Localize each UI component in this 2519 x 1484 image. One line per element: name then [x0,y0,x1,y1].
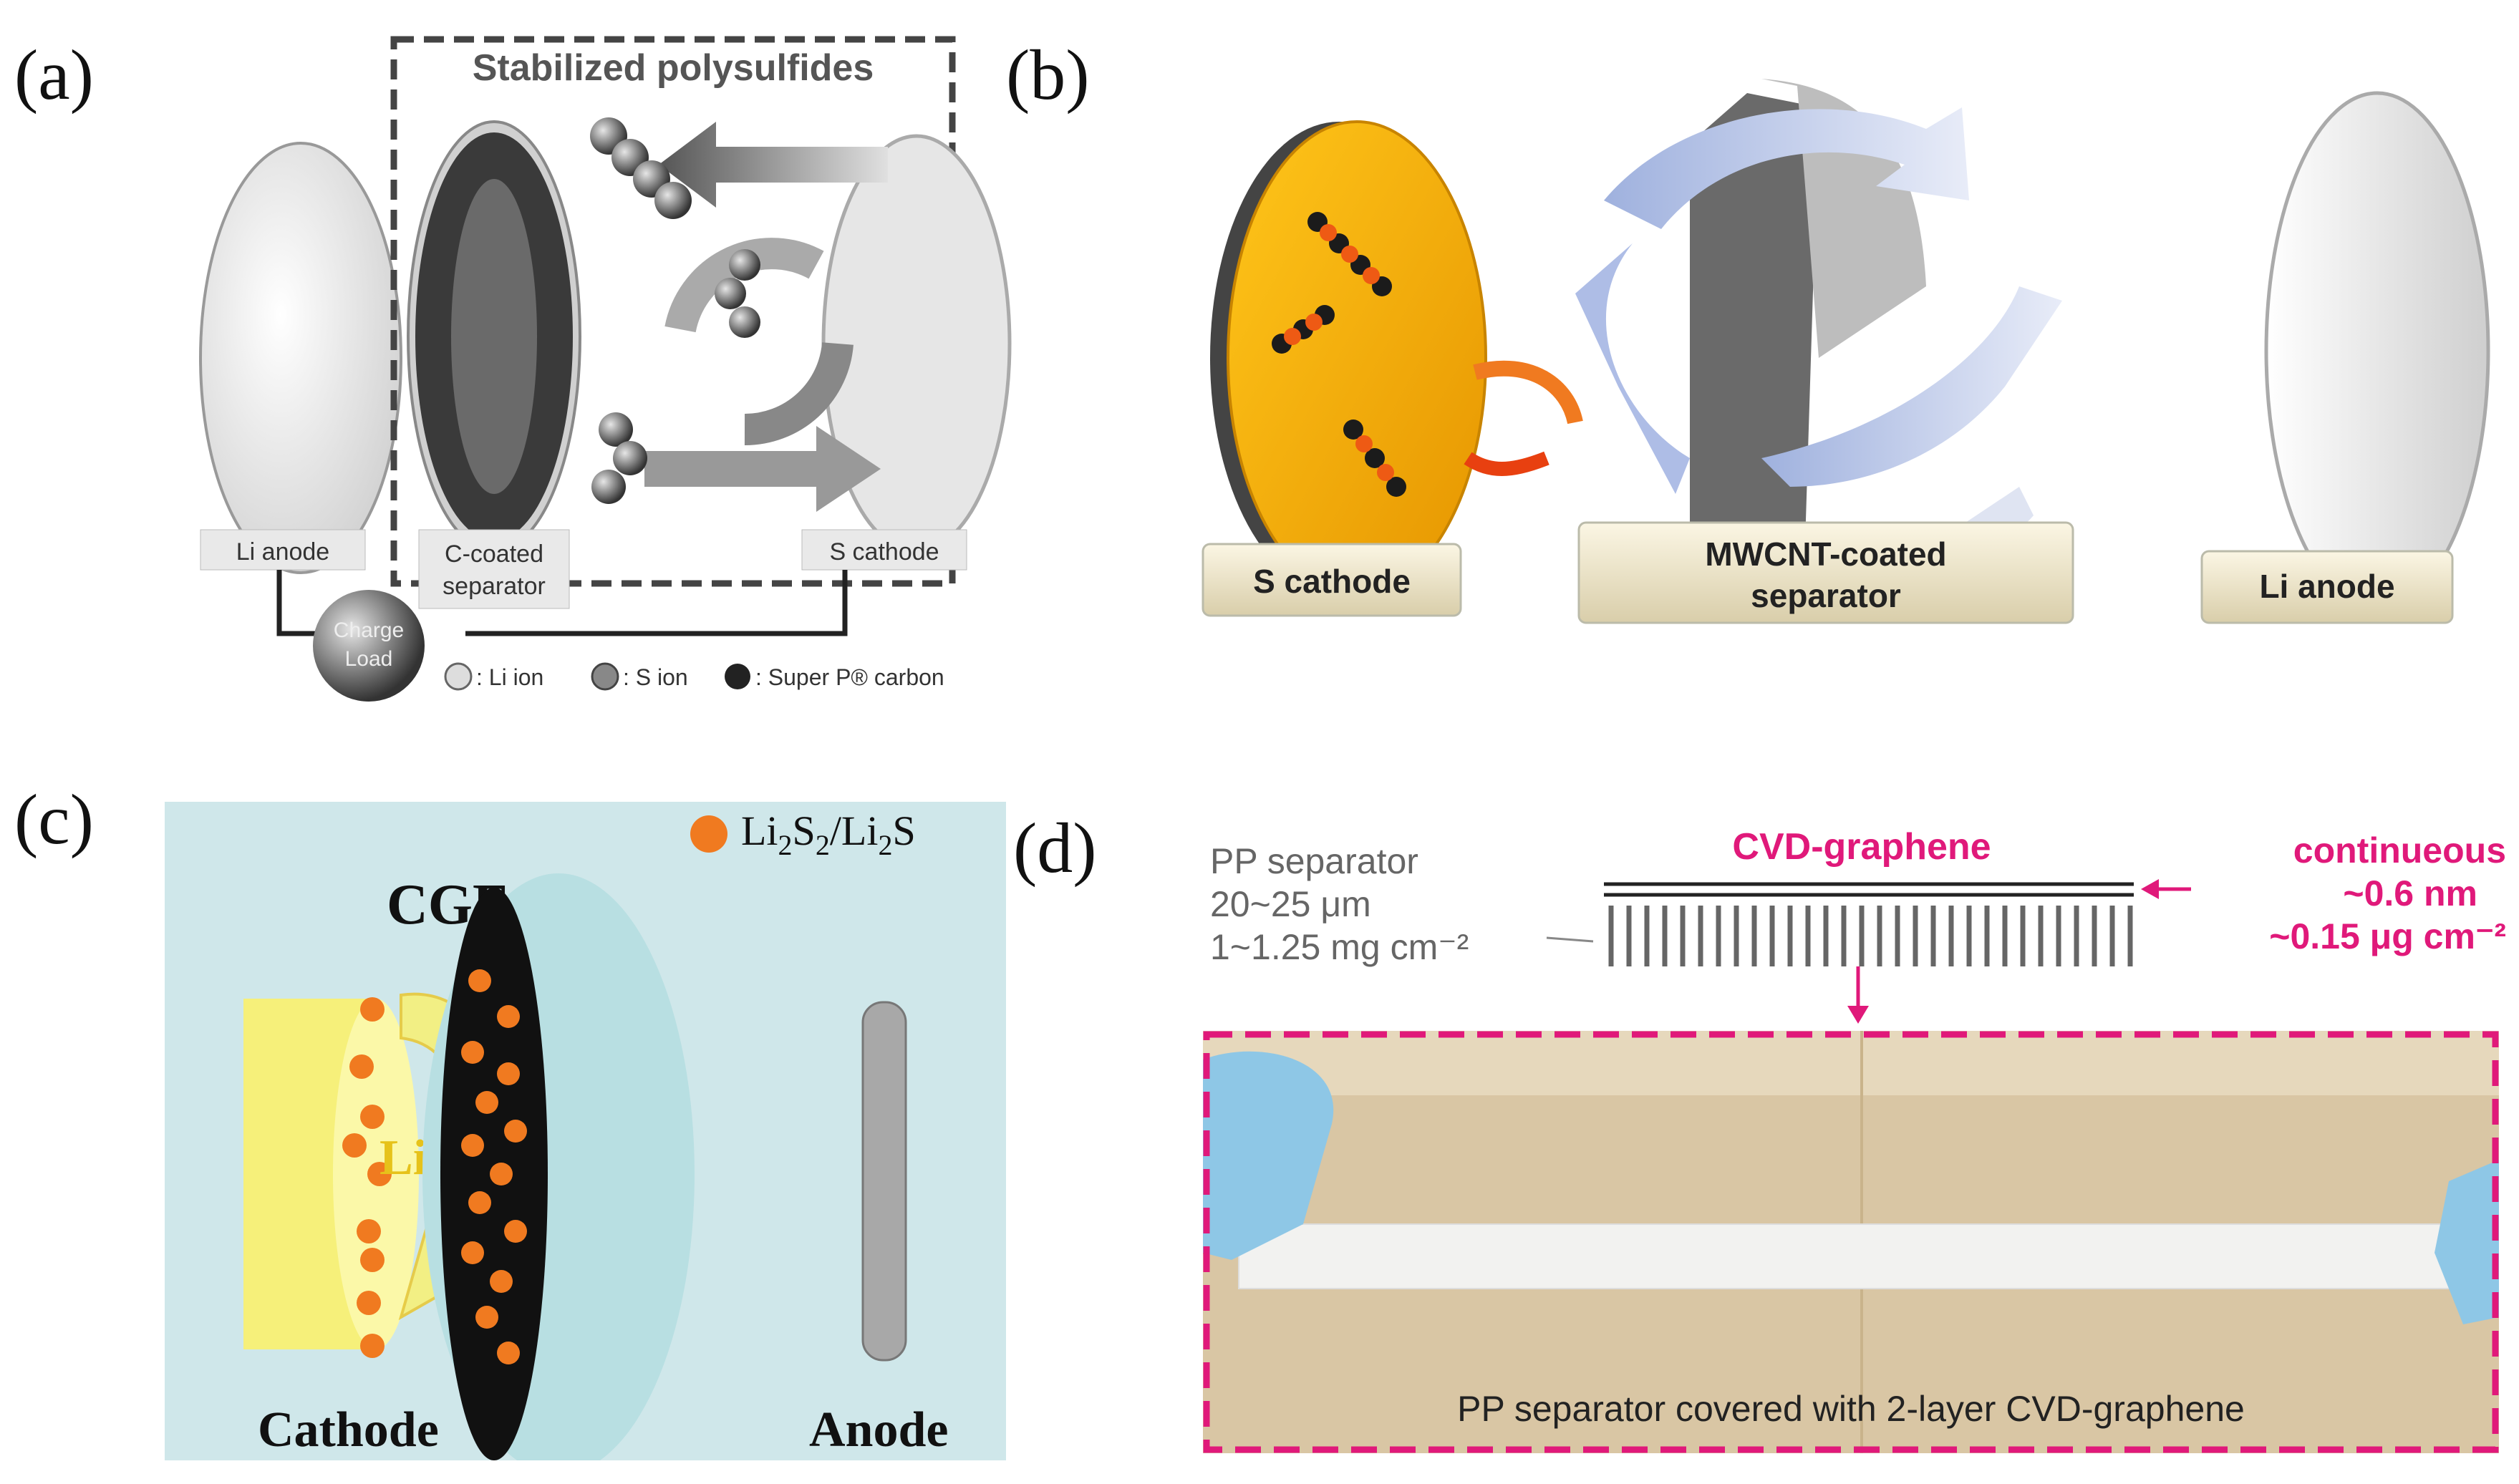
legend-li-ion: : Li ion [476,664,543,690]
li-anode-electrode [199,142,402,574]
density-label: ~0.15 μg cm⁻² [2269,916,2506,956]
s-cathode-label: S cathode [1253,563,1411,600]
legend-super-p: : Super P® carbon [755,664,944,690]
polysulfide-chain [1272,212,1406,497]
super-p-icon [725,664,750,689]
panel-d-label: (d) [1013,808,1097,888]
panel-a-diagram: Stabilized polysulfides Li anode C-coate… [199,36,1012,702]
separator-label-2: separator [1751,577,1901,614]
separator-label-2: separator [443,573,546,600]
arrow-right-icon [644,426,881,512]
polysulfide-chain [590,117,760,504]
pp-separator-label: PP separator [1210,841,1418,881]
panel-a-label: (a) [14,35,94,115]
li-ion-icon [444,662,473,691]
left-glove [1203,1051,1334,1260]
legend-s-ion: : S ion [623,664,688,690]
s-ion-icon [591,662,619,691]
panel-d-diagram: PP separator 20~25 μm 1~1.25 mg cm⁻² CVD… [1203,826,2506,1453]
li-anode-electrode [2264,91,2490,611]
li-anode-label: Li anode [236,538,329,566]
load-label: Load [345,647,393,671]
panel-c-label: (c) [14,780,94,859]
li-anode-label: Li anode [2259,568,2394,605]
anode-plate [861,1001,907,1362]
separator-label-1: MWCNT-coated [1705,535,1946,573]
panel-b-label: (b) [1006,35,1090,115]
charge-label: Charge [334,619,404,642]
separator-polysulfide-dots [461,969,527,1364]
blue-cycle-arrow-icon [1604,107,1969,229]
super-p-carbon-cluster [415,132,573,540]
s-cathode-electrode [821,134,1012,553]
photo-frame [1203,1031,2499,1453]
pp-thickness-label: 20~25 μm [1210,884,1371,924]
stabilized-title: Stabilized polysulfides [473,47,874,89]
separator-label-1: C-coated [445,540,543,568]
thickness-label: ~0.6 nm [2343,873,2477,913]
cvd-graphene-title: CVD-graphene [1732,826,1991,868]
pp-density-label: 1~1.25 mg cm⁻² [1210,927,1469,967]
pp-separator-strip [1238,1223,2471,1289]
photo-caption: PP separator covered with 2-layer CVD-gr… [1457,1389,2245,1429]
continuous-label: continueous [2293,830,2506,870]
cathode-polysulfide-dots [342,997,392,1358]
anode-label: Anode [809,1402,948,1458]
arrow-left-icon [659,122,888,208]
down-arrow-icon [1847,1006,1869,1024]
orange-swap-arrow-icon [1473,360,1583,425]
right-glove [2435,1160,2499,1324]
pp-separator-pores [1608,906,2133,966]
cathode-label: Cathode [258,1402,439,1458]
s-cathode-label: S cathode [829,538,939,566]
panel-b-diagram: S cathode MWCNT-coated separator Li anod… [1202,79,2490,624]
li2s-dot-icon [690,815,727,853]
panel-c-diagram: Li2S2/Li2S CGF Li2Sx Cathode Anode [165,802,1006,1460]
charge-load [313,590,425,702]
